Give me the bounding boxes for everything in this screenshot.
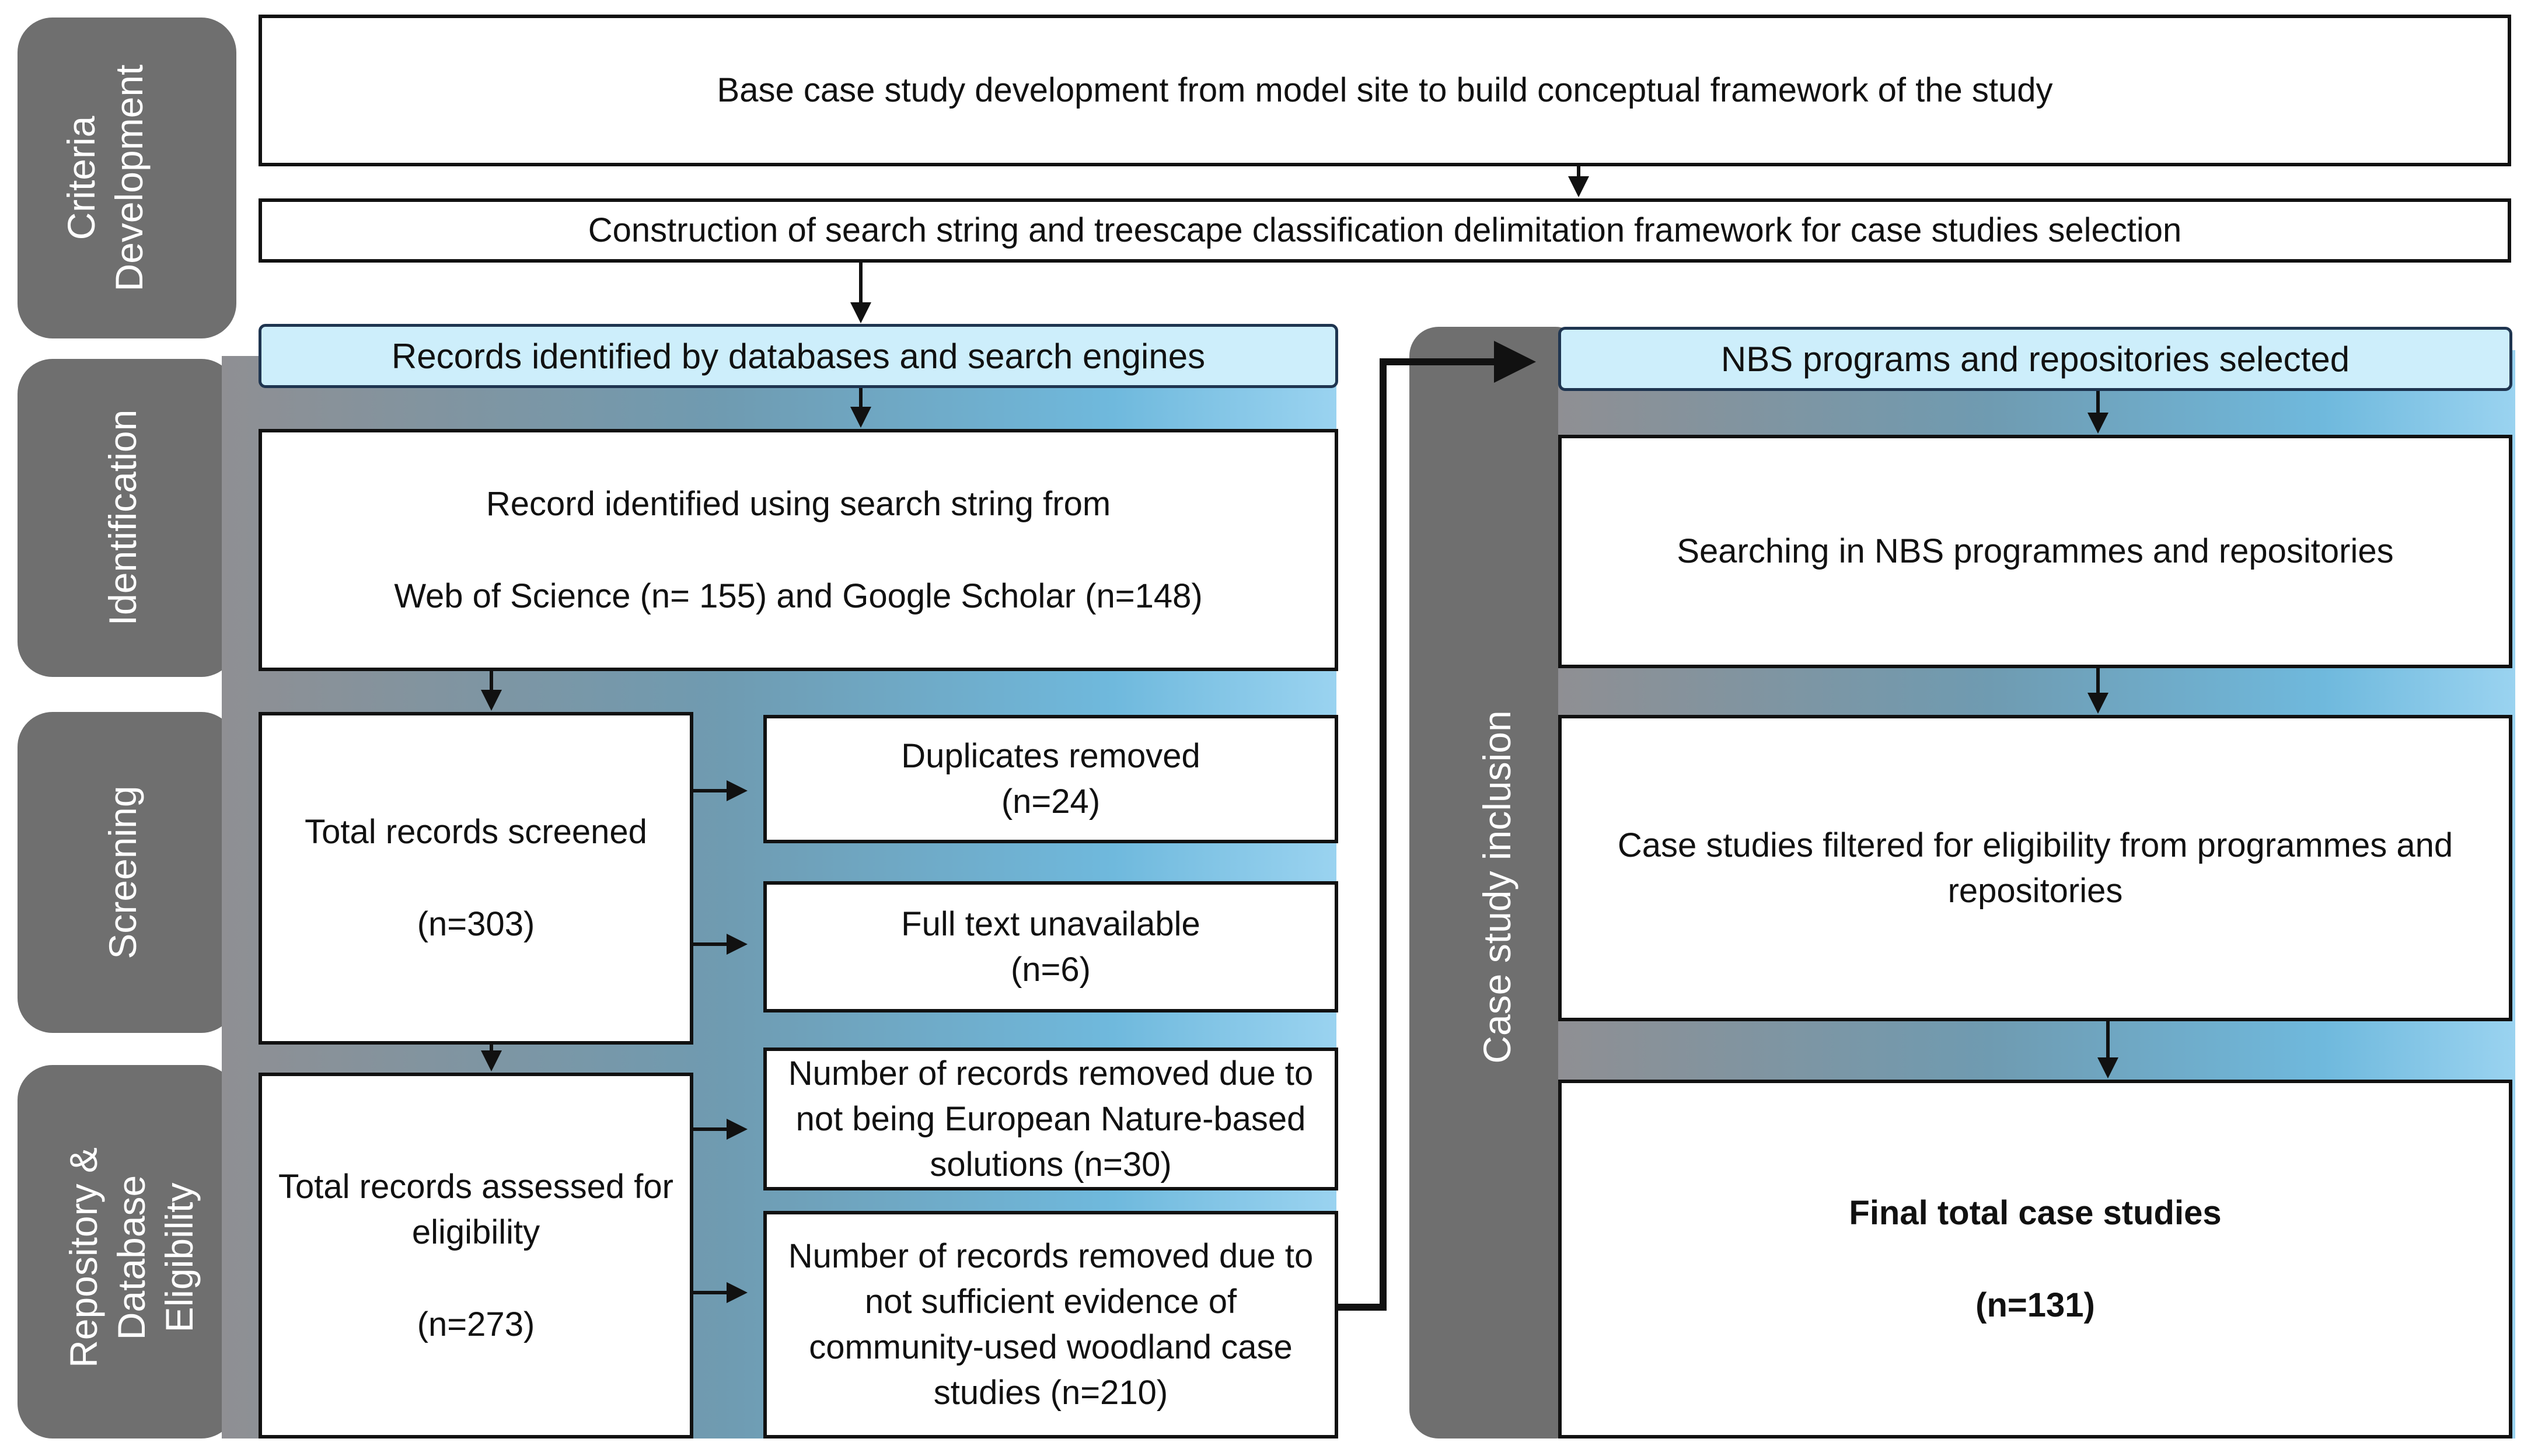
phase-screening: Screening: [18, 712, 236, 1033]
filtered-text: Case studies filtered for eligibility fr…: [1617, 826, 2453, 910]
records-identified-header: Records identified by databases and sear…: [259, 324, 1338, 388]
duplicates-box: Duplicates removed (n=24): [763, 715, 1338, 843]
searching-nbs-box: Searching in NBS programmes and reposito…: [1558, 435, 2512, 668]
removed-european-text: Number of records removed due to not bei…: [788, 1054, 1314, 1183]
searching-nbs-text: Searching in NBS programmes and reposito…: [1677, 532, 2394, 570]
final-total-box: Final total case studies (n=131): [1558, 1080, 2512, 1438]
base-case-box: Base case study development from model s…: [259, 15, 2511, 166]
search-string-box: Construction of search string and treesc…: [259, 198, 2511, 263]
base-case-text: Base case study development from model s…: [717, 71, 2053, 109]
record-identified-box: Record identified using search string fr…: [259, 429, 1338, 671]
phase-criteria-development: Criteria Development: [18, 18, 236, 338]
duplicates-label: Duplicates removed: [901, 737, 1200, 775]
total-screened-count: (n=303): [417, 905, 535, 943]
final-total-count: (n=131): [1975, 1286, 2095, 1324]
assessed-count: (n=273): [417, 1305, 535, 1343]
total-screened-box: Total records screened (n=303): [259, 712, 693, 1045]
assessed-box: Total records assessed for eligibility (…: [259, 1073, 693, 1438]
final-total-label: Final total case studies: [1849, 1193, 2222, 1232]
fulltext-box: Full text unavailable (n=6): [763, 881, 1338, 1012]
total-screened-label: Total records screened: [305, 813, 647, 851]
record-identified-line2: Web of Science (n= 155) and Google Schol…: [394, 577, 1203, 615]
nbs-programs-header-text: NBS programs and repositories selected: [1720, 339, 2350, 379]
removed-european-box: Number of records removed due to not bei…: [763, 1048, 1338, 1190]
fulltext-label: Full text unavailable: [901, 905, 1200, 943]
duplicates-count: (n=24): [1001, 783, 1101, 820]
filtered-box: Case studies filtered for eligibility fr…: [1558, 715, 2512, 1021]
fulltext-count: (n=6): [1010, 950, 1091, 989]
assessed-label: Total records assessed for eligibility: [278, 1167, 673, 1251]
phase-identification: Identification: [18, 359, 236, 677]
removed-evidence-text: Number of records removed due to not suf…: [788, 1237, 1314, 1412]
search-string-text: Construction of search string and treesc…: [588, 211, 2182, 249]
arrow-to-nbs-programs: [1338, 341, 1536, 1311]
phase-case-study-inclusion: Case study inclusion: [1409, 327, 1584, 1438]
records-identified-header-text: Records identified by databases and sear…: [391, 336, 1206, 376]
phase-eligibility: Repository & Database Eligibility: [18, 1065, 236, 1438]
nbs-programs-header: NBS programs and repositories selected: [1558, 327, 2512, 391]
removed-evidence-box: Number of records removed due to not suf…: [763, 1211, 1338, 1438]
record-identified-line1: Record identified using search string fr…: [486, 484, 1111, 523]
